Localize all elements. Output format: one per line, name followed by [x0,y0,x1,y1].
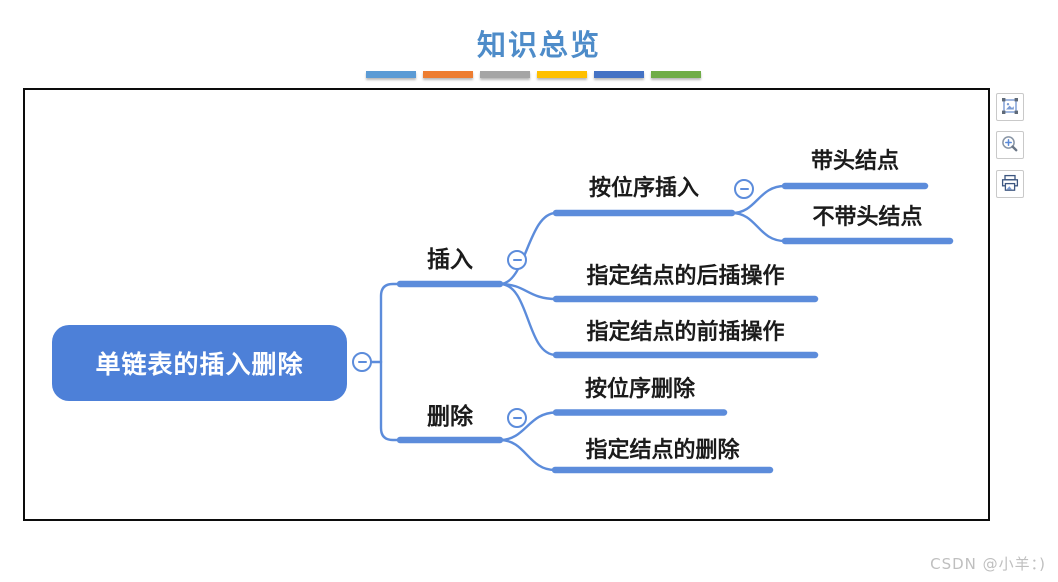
accent-bar [594,71,644,78]
accent-bar [480,71,530,78]
image-frame-icon [1000,96,1020,119]
accent-bar [537,71,587,78]
node-byorder-insert[interactable]: 按位序插入 [588,176,699,201]
node-head-node[interactable]: 带头结点 [810,149,899,174]
node-byorder-delete[interactable]: 按位序删除 [584,377,695,402]
node-delete-specified[interactable]: 指定结点的删除 [585,438,740,463]
minus-icon [512,416,522,420]
root-node-label: 单链表的插入删除 [95,350,304,379]
minus-icon [739,187,749,191]
printer-icon [1000,173,1020,196]
accent-bar [366,71,416,78]
fit-image-button[interactable] [996,93,1024,121]
node-no-head-node[interactable]: 不带头结点 [812,205,923,230]
minus-icon [357,360,367,364]
collapse-button-insert[interactable] [507,250,527,270]
collapse-button-delete[interactable] [507,408,527,428]
mindmap-root-node[interactable]: 单链表的插入删除 [52,325,347,401]
page-title: 知识总览 [476,28,601,62]
accent-bar [651,71,701,78]
zoom-in-icon [1000,134,1020,157]
watermark: CSDN @小羊：) [930,555,1046,573]
collapse-button-root[interactable] [352,352,372,372]
node-pre-insert[interactable]: 指定结点的前插操作 [586,320,785,345]
node-delete[interactable]: 删除 [427,404,473,430]
node-insert[interactable]: 插入 [427,247,473,273]
node-post-insert[interactable]: 指定结点的后插操作 [586,264,785,289]
collapse-button-byorder-insert[interactable] [734,179,754,199]
zoom-in-button[interactable] [996,131,1024,159]
accent-bars [366,71,701,78]
accent-bar [423,71,473,78]
print-button[interactable] [996,170,1024,198]
minus-icon [512,258,522,262]
